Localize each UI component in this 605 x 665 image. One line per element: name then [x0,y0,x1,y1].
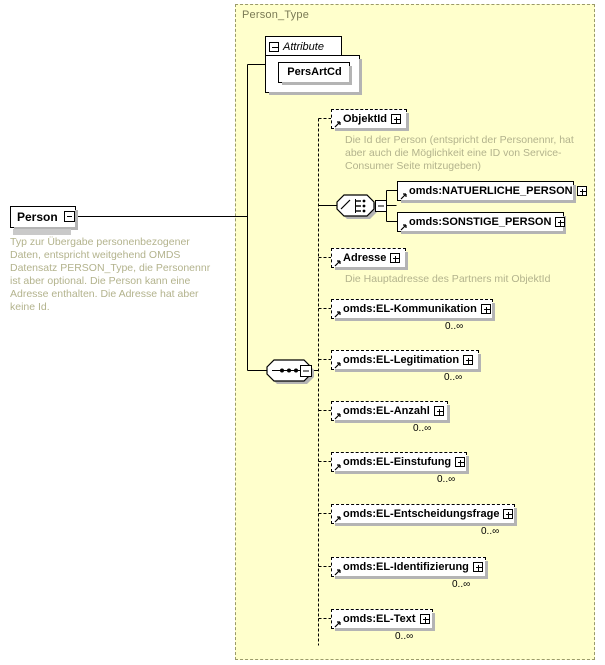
reference-arrow-icon [334,463,342,471]
element-el-legitimation-occurrence: 0..∞ [444,372,463,383]
attribute-persartcd-label: PersArtCd [287,66,342,78]
element-el-einstufung-toggle[interactable] [455,457,466,467]
element-el-anzahl-occurrence: 0..∞ [413,423,432,434]
complex-type-panel [235,4,595,660]
element-el-legitimation-label: omds:EL-Legitimation [343,353,460,366]
element-el-kommunikation[interactable]: omds:EL-Kommunikation [331,299,495,321]
complex-type-title: Person_Type [242,9,310,21]
attribute-group-label: Attribute [283,40,324,53]
element-el-einstufung-label: omds:EL-Einstufung [343,455,452,468]
root-element-label: Person [17,210,58,224]
element-natuerliche-person-toggle[interactable] [576,186,587,196]
element-el-einstufung-occurrence: 0..∞ [437,474,456,485]
element-el-anzahl-label: omds:EL-Anzahl [343,404,430,417]
root-collapse-toggle[interactable] [64,211,75,222]
element-natuerliche-person[interactable]: omds:NATUERLICHE_PERSON [397,181,587,203]
element-objektid-label: ObjektId [343,112,388,125]
root-annotation-accent [13,229,71,235]
element-objektid[interactable]: ObjektId [331,109,409,131]
element-el-identifizierung-label: omds:EL-Identifizierung [343,560,469,573]
element-sonstige-person[interactable]: omds:SONSTIGE_PERSON [397,212,566,234]
reference-arrow-icon [334,515,342,523]
element-el-entscheidungsfrage-toggle[interactable] [503,509,514,519]
element-el-text-occurrence: 0..∞ [395,631,414,642]
reference-arrow-icon [334,120,342,128]
element-el-entscheidungsfrage-occurrence: 0..∞ [481,526,500,537]
reference-arrow-icon [334,361,342,369]
element-el-identifizierung-toggle[interactable] [472,562,483,572]
element-natuerliche-person-label: omds:NATUERLICHE_PERSON [409,184,573,197]
root-annotation: Typ zur Übergabe personenbezogener Daten… [10,236,211,313]
attribute-persartcd[interactable]: PersArtCd [278,62,352,85]
element-el-anzahl[interactable]: omds:EL-Anzahl [331,401,450,423]
element-objektid-toggle[interactable] [391,114,402,124]
element-sonstige-person-label: omds:SONSTIGE_PERSON [409,215,552,228]
reference-arrow-icon [334,620,342,628]
element-el-anzahl-toggle[interactable] [433,406,444,416]
reference-arrow-icon [334,412,342,420]
element-el-kommunikation-occurrence: 0..∞ [445,321,464,332]
element-el-kommunikation-label: omds:EL-Kommunikation [343,302,477,315]
element-el-entscheidungsfrage[interactable]: omds:EL-Entscheidungsfrage [331,504,517,526]
element-el-einstufung[interactable]: omds:EL-Einstufung [331,452,469,474]
element-el-text[interactable]: omds:EL-Text [331,609,435,631]
attribute-group-toggle[interactable] [269,41,279,52]
element-el-identifizierung[interactable]: omds:EL-Identifizierung [331,557,488,579]
attribute-group-tab[interactable]: Attribute [265,36,342,56]
element-el-text-toggle[interactable] [419,614,430,624]
reference-arrow-icon [334,310,342,318]
element-adresse[interactable]: Adresse [331,248,408,270]
element-el-text-label: omds:EL-Text [343,612,416,625]
root-element-person[interactable]: Person [10,206,78,230]
element-adresse-label: Adresse [343,251,387,264]
element-adresse-toggle[interactable] [390,253,401,263]
reference-arrow-icon [400,192,408,200]
reference-arrow-icon [400,223,408,231]
element-sonstige-person-toggle[interactable] [555,217,566,227]
element-el-legitimation-toggle[interactable] [463,355,474,365]
element-adresse-annotation: Die Hauptadresse des Partners mit Objekt… [345,273,551,285]
element-el-kommunikation-toggle[interactable] [480,304,491,314]
element-objektid-annotation: Die Id der Person (entspricht der Person… [345,134,574,172]
element-el-entscheidungsfrage-label: omds:EL-Entscheidungsfrage [343,507,500,520]
reference-arrow-icon [334,259,342,267]
reference-arrow-icon [334,568,342,576]
element-el-identifizierung-occurrence: 0..∞ [452,579,471,590]
element-el-legitimation[interactable]: omds:EL-Legitimation [331,350,481,372]
